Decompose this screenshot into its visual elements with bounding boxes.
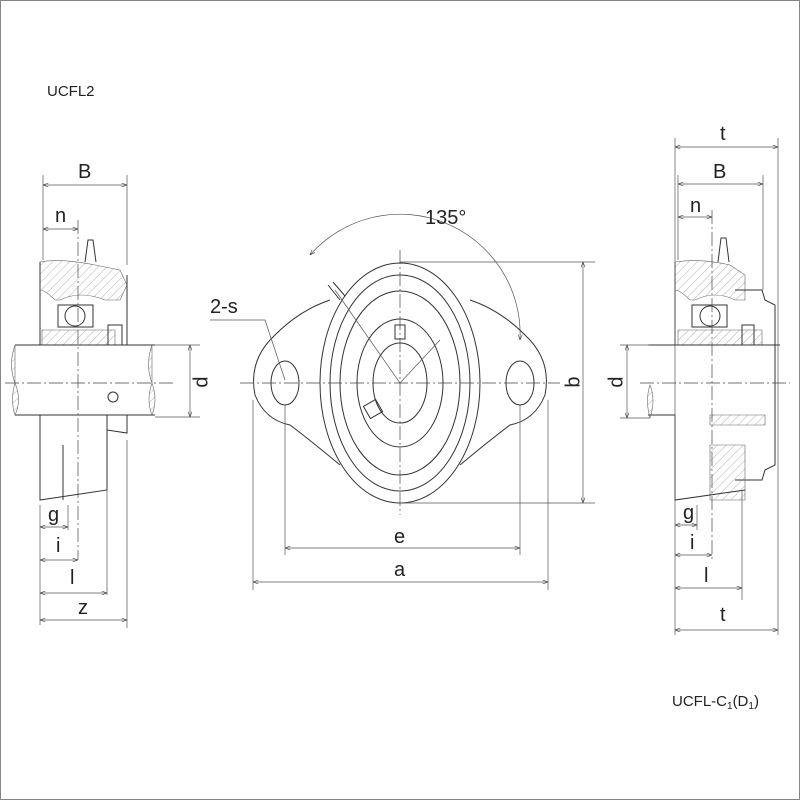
dim-e: e	[394, 526, 406, 548]
dim-B-left: B	[78, 161, 92, 183]
dim-l-right: l	[704, 565, 709, 587]
title-sub2: 1	[748, 701, 754, 712]
front-view	[210, 213, 595, 590]
dim-n-left: n	[55, 205, 67, 227]
left-side-view	[5, 175, 200, 628]
dim-l-left: l	[70, 567, 75, 589]
dim-a: a	[394, 559, 406, 581]
title-paren-open: (D	[732, 693, 749, 710]
dim-d-right: d	[605, 376, 628, 388]
dim-n-right: n	[690, 195, 702, 217]
dim-i-right: i	[690, 532, 695, 554]
title-main: UCFL-C	[672, 693, 727, 710]
title-sub1: 1	[727, 701, 733, 712]
dim-d-left: d	[190, 376, 213, 388]
dim-t-bottom: t	[720, 604, 726, 626]
dim-b: b	[562, 376, 585, 388]
model-title-right: UCFL-C1(D1)	[672, 694, 759, 712]
title-paren-close: )	[753, 693, 759, 710]
dim-holes: 2-s	[210, 296, 238, 318]
model-title-left: UCFL2	[47, 83, 95, 100]
dim-t-top: t	[720, 123, 726, 145]
dim-z-left: z	[78, 597, 88, 619]
dim-B-right: B	[713, 161, 727, 183]
dim-angle: 135°	[425, 207, 467, 229]
dim-g-right: g	[683, 502, 695, 524]
dim-i-left: i	[56, 535, 61, 557]
right-side-view	[620, 138, 790, 635]
dim-g-left: g	[48, 504, 60, 526]
